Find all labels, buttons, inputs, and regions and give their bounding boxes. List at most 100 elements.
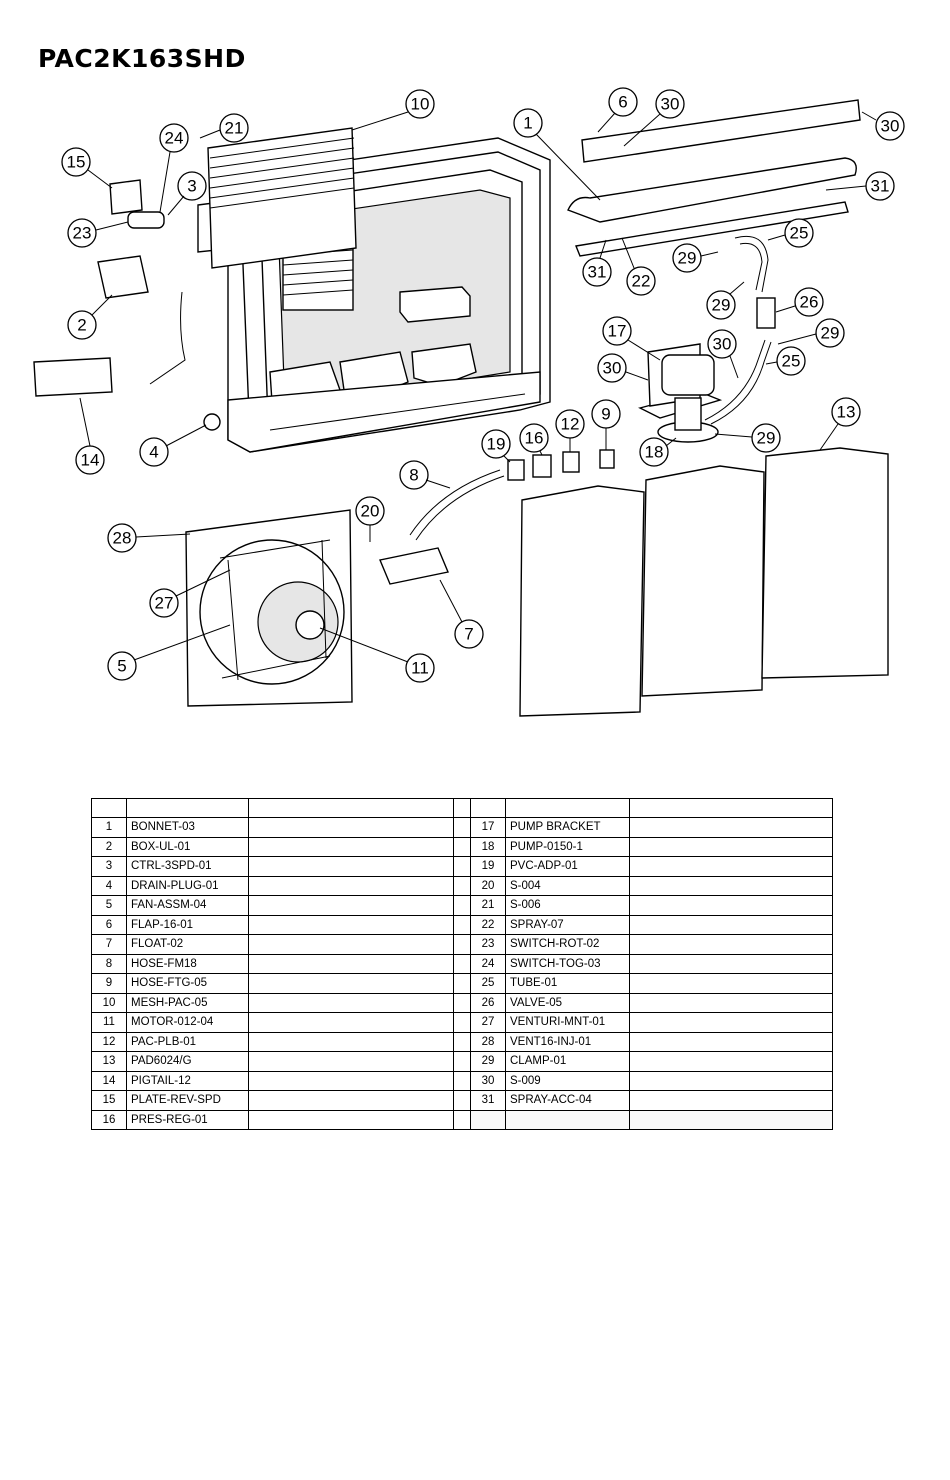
gap-cell (453, 875, 471, 896)
callout-23: 23 (67, 218, 129, 248)
callout-18-label: 18 (645, 443, 664, 462)
description-cell (248, 1070, 454, 1091)
description-cell (248, 1031, 454, 1052)
item-number: 19 (470, 856, 506, 877)
description-cell (248, 953, 454, 974)
part-number: TUBE-01 (505, 973, 630, 994)
callout-24: 24 (159, 123, 189, 213)
callout-1: 1 (513, 108, 601, 201)
hose-fittings (507, 449, 615, 481)
item-number: 4 (91, 875, 127, 896)
description-cell (629, 875, 833, 896)
item-number: 29 (470, 1051, 506, 1072)
item-number: 11 (91, 1012, 127, 1033)
callout-21: 21 (199, 113, 249, 143)
part-number: SPRAY-ACC-04 (505, 1090, 630, 1111)
header-cell (505, 798, 630, 818)
callout-19-label: 19 (487, 435, 506, 454)
callout-20-label: 20 (361, 502, 380, 521)
item-number: 17 (470, 817, 506, 838)
description-cell (629, 1012, 833, 1033)
part-number: FLAP-16-01 (126, 914, 249, 935)
item-number: 23 (470, 934, 506, 955)
callout-29a-label: 29 (678, 249, 697, 268)
item-number: 25 (470, 973, 506, 994)
description-cell (248, 1012, 454, 1033)
callout-24-label: 24 (165, 129, 184, 148)
part-number: CLAMP-01 (505, 1051, 630, 1072)
callout-30c: 30 (707, 329, 739, 379)
item-number: 20 (470, 875, 506, 896)
callout-17-label: 17 (608, 322, 627, 341)
gap-cell (453, 1070, 471, 1091)
callout-15-label: 15 (67, 153, 86, 172)
header-cell (470, 798, 506, 818)
description-cell (629, 895, 833, 916)
description-cell (629, 856, 833, 877)
item-number: 30 (470, 1070, 506, 1091)
description-cell (629, 836, 833, 857)
part-number: CTRL-3SPD-01 (126, 856, 249, 877)
description-cell (629, 1051, 833, 1072)
callout-29b-label: 29 (712, 296, 731, 315)
callout-2-label: 2 (77, 316, 86, 335)
part-number: FLOAT-02 (126, 934, 249, 955)
part-number: PUMP-0150-1 (505, 836, 630, 857)
header-cell (629, 798, 833, 818)
part-number: MOTOR-012-04 (126, 1012, 249, 1033)
header-cell (126, 798, 249, 818)
callout-6: 6 (597, 87, 638, 133)
callout-3: 3 (167, 171, 207, 216)
callout-26: 26 (775, 287, 824, 317)
item-number: 18 (470, 836, 506, 857)
callout-25b: 25 (765, 346, 806, 376)
part-number: HOSE-FTG-05 (126, 973, 249, 994)
item-number: 26 (470, 992, 506, 1013)
callout-22: 22 (621, 237, 656, 296)
callout-28-label: 28 (113, 529, 132, 548)
item-number: 2 (91, 836, 127, 857)
gap-cell (453, 1090, 471, 1111)
item-number: 12 (91, 1031, 127, 1052)
callout-9-label: 9 (601, 405, 610, 424)
item-number: 6 (91, 914, 127, 935)
description-cell (248, 934, 454, 955)
callout-11-label: 11 (411, 659, 429, 678)
description-cell (248, 1051, 454, 1072)
callout-29c: 29 (777, 318, 845, 348)
callout-2: 2 (67, 294, 113, 340)
hose-and-float (379, 469, 505, 585)
callout-25b-label: 25 (782, 352, 801, 371)
item-number: 16 (91, 1109, 127, 1130)
part-number: DRAIN-PLUG-01 (126, 875, 249, 896)
callout-30c-label: 30 (713, 335, 732, 354)
callout-8-label: 8 (409, 466, 418, 485)
callout-21-label: 21 (225, 119, 244, 138)
callout-23-label: 23 (73, 224, 92, 243)
callout-26-label: 26 (800, 293, 819, 312)
callout-27-label: 27 (155, 594, 174, 613)
description-cell (629, 934, 833, 955)
callout-30a: 30 (623, 89, 685, 147)
callout-5-label: 5 (117, 657, 126, 676)
callout-14: 14 (75, 397, 105, 475)
description-cell (248, 992, 454, 1013)
description-cell (248, 875, 454, 896)
description-cell (248, 856, 454, 877)
gap-cell (453, 895, 471, 916)
callout-13-label: 13 (837, 403, 856, 422)
part-number: FAN-ASSM-04 (126, 895, 249, 916)
callout-17: 17 (602, 316, 661, 361)
empty-cell (505, 1109, 630, 1130)
callout-1-label: 1 (523, 114, 532, 133)
gap-cell (453, 1031, 471, 1052)
description-cell (629, 1090, 833, 1111)
item-number: 8 (91, 953, 127, 974)
